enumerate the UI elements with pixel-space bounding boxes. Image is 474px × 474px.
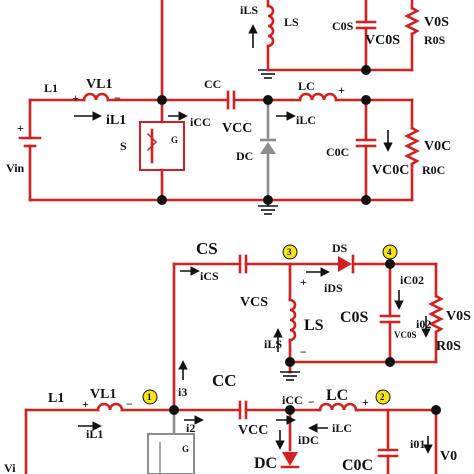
bottom-minus-vcs: − <box>300 345 307 359</box>
top-label-c0s: C0S <box>332 19 354 33</box>
top-label-vl1: VL1 <box>86 77 112 92</box>
top-label-dc: DC <box>236 149 253 163</box>
node-3-marker <box>282 244 298 260</box>
top-label-ls: LS <box>284 15 299 29</box>
bottom-label-i3: i3 <box>178 385 187 399</box>
top-label-l1: L1 <box>44 81 58 95</box>
bottom-label-vcs: VCS <box>240 295 268 310</box>
node-4-label: 4 <box>387 247 392 257</box>
bottom-label-v0s: V0S <box>446 309 471 324</box>
bottom-label-icc: iCC <box>282 393 303 407</box>
bottom-label-ils: iLS <box>264 337 282 351</box>
top-l1-inductor <box>82 92 110 102</box>
node-1-label: 1 <box>147 392 152 402</box>
bottom-label-ic02: iC02 <box>400 273 424 287</box>
bottom-minus-lc: − <box>308 395 315 409</box>
bottom-dc-diode <box>282 452 298 466</box>
bottom-label-cc: CC <box>212 371 237 390</box>
bottom-label-idc: iDC <box>298 433 319 447</box>
top-dc-diode <box>260 142 276 154</box>
top-circuit: iLS LS C0S VC0S V0S R0S L1 VL1 iL1 Vin S… <box>6 0 451 215</box>
top-label-ils: iLS <box>240 3 258 17</box>
top-label-icc: iCC <box>190 115 211 129</box>
bottom-ds-diode <box>338 256 352 272</box>
top-plus-vl1: + <box>72 91 79 105</box>
top-plus-vin: + <box>17 121 24 135</box>
bottom-label-gate: G <box>182 444 189 454</box>
bottom-circuit: 1 2 3 4 CS iCS DS iDS VCS LS iLS iC02 C0… <box>4 239 471 474</box>
bottom-label-ds: DS <box>332 241 348 255</box>
top-ls-inductor <box>266 4 275 48</box>
top-minus-vl1: − <box>114 91 121 105</box>
bottom-label-ics: iCS <box>200 269 219 283</box>
bottom-label-l1: L1 <box>48 391 64 406</box>
top-plus-lc: + <box>338 83 345 97</box>
node-2-label: 2 <box>380 392 385 402</box>
node-2-marker <box>375 389 391 405</box>
top-label-vc0c: VC0C <box>372 163 409 178</box>
top-label-gate: G <box>171 135 178 145</box>
bottom-label-il1: iL1 <box>86 427 103 441</box>
top-label-vcc: VCC <box>222 121 252 136</box>
top-label-il1: iL1 <box>106 113 126 128</box>
top-switch-s <box>139 121 185 171</box>
bottom-r0s-resistor <box>428 294 444 334</box>
bottom-plus-vl1: + <box>82 397 89 411</box>
bottom-label-cs: CS <box>196 239 218 258</box>
top-r0c-resistor <box>404 126 420 166</box>
bottom-label-c0s: C0S <box>340 309 369 326</box>
bottom-lc-inductor <box>318 402 358 412</box>
bottom-plus-lc: + <box>362 395 369 409</box>
bottom-ls-inductor <box>288 298 297 342</box>
node-1-marker <box>142 389 158 405</box>
bottom-plus-vcs: + <box>300 275 307 289</box>
top-label-r0c: R0C <box>422 163 445 177</box>
top-label-lc: LC <box>298 79 315 93</box>
top-label-r0s: R0S <box>424 33 446 47</box>
top-label-cc: CC <box>204 77 221 91</box>
bottom-label-vin: Vi <box>4 461 16 474</box>
node-4-marker <box>382 244 398 260</box>
bottom-label-i02: i02 <box>416 317 431 331</box>
top-label-c0c: C0C <box>326 145 349 159</box>
bottom-label-i01: i01 <box>410 437 425 451</box>
bottom-minus-vl1: − <box>126 397 133 411</box>
top-label-v0c: V0C <box>424 139 451 154</box>
bottom-label-v0: V0 <box>440 449 457 464</box>
bottom-label-r0s: R0S <box>436 339 461 354</box>
bottom-label-dc: DC <box>254 455 277 472</box>
bottom-label-c0c: C0C <box>342 457 373 474</box>
bottom-l1-inductor <box>96 402 124 412</box>
bottom-switch <box>147 433 195 474</box>
top-label-vin: Vin <box>6 161 25 175</box>
top-label-ilc: iLC <box>296 113 316 127</box>
top-label-vc0s: VC0S <box>365 33 400 48</box>
bottom-label-ids: iDS <box>324 281 343 295</box>
bottom-label-vl1: VL1 <box>90 387 116 402</box>
bottom-label-i2: i2 <box>186 421 195 435</box>
top-label-s: S <box>120 139 127 153</box>
bottom-label-ilc: iLC <box>332 421 352 435</box>
bottom-label-ls: LS <box>304 317 324 334</box>
bottom-label-lc: LC <box>326 387 348 404</box>
bottom-label-vcc: VCC <box>238 423 268 438</box>
top-lc-inductor <box>298 92 338 102</box>
top-r0s-resistor <box>404 6 420 36</box>
top-label-v0s: V0S <box>424 15 449 30</box>
node-3-label: 3 <box>287 247 292 257</box>
bottom-label-vc0s: VC0S <box>394 330 417 340</box>
